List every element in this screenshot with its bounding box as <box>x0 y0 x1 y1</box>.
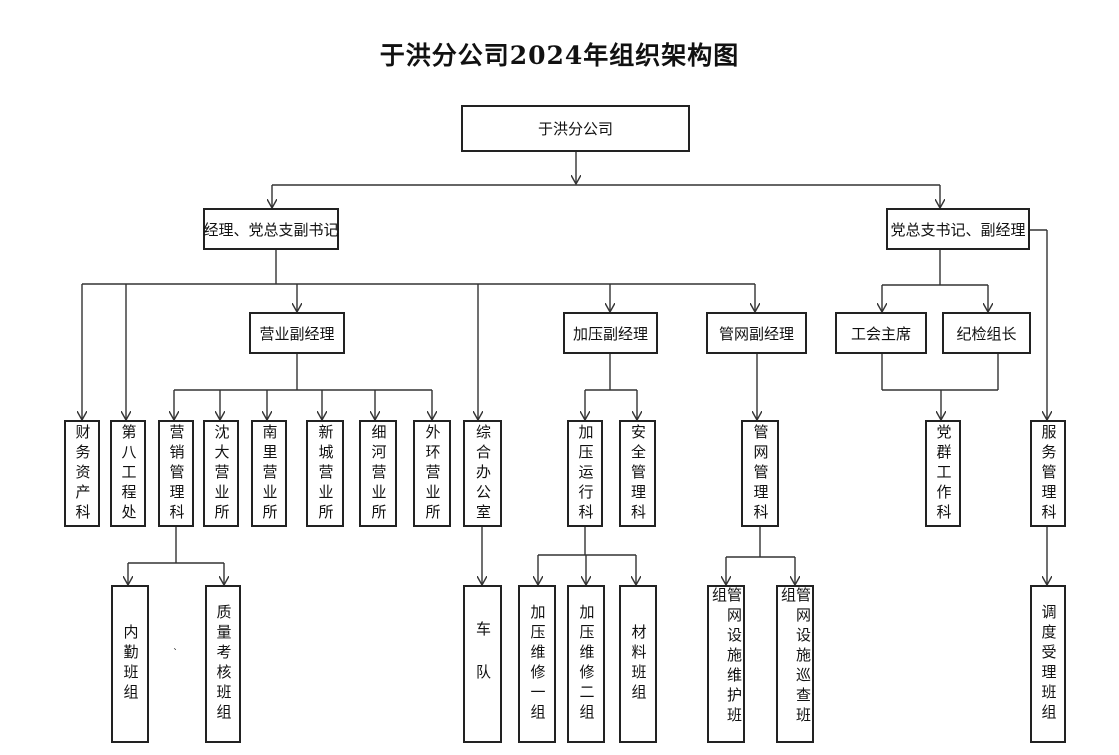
team-repair-1: 加压维修一组 <box>518 585 556 743</box>
right-branch-lines <box>882 229 1047 585</box>
discipline-head-label: 纪检组长 <box>956 324 1017 343</box>
pressure-deputy-label: 加压副经理 <box>572 324 648 343</box>
network-deputy-box: 管网副经理 <box>706 312 807 354</box>
dept-party-work-label: 党群工作科 <box>934 423 953 524</box>
root-label: 于洪分公司 <box>537 120 613 138</box>
team-quality: 质量考核班组 <box>205 585 241 743</box>
pressure-deputy-box: 加压副经理 <box>563 312 658 354</box>
dept-party-work: 党群工作科 <box>925 420 961 527</box>
team-fleet-label: 车队 <box>474 621 492 707</box>
marketing-team-lines <box>128 527 224 585</box>
stray-mark: ˋ <box>173 648 178 659</box>
dept-marketing-label: 营销管理科 <box>167 423 186 524</box>
dept-xihe: 细河营业所 <box>359 420 397 527</box>
manager-box: 经理、党总支副书记 <box>203 208 339 250</box>
team-quality-label: 质量考核班组 <box>214 604 233 724</box>
dept-service-label: 服务管理科 <box>1039 423 1058 524</box>
team-network-maint-label: 管网设施维护班组 <box>710 587 743 727</box>
dept-safety: 安全管理科 <box>619 420 656 527</box>
root-to-level1-lines <box>272 152 940 208</box>
dept-xincheng-label: 新城营业所 <box>316 423 335 524</box>
team-materials: 材料班组 <box>619 585 657 743</box>
union-chair-box: 工会主席 <box>835 312 927 354</box>
team-materials-label: 材料班组 <box>629 624 648 704</box>
team-fleet: 车队 <box>463 585 502 743</box>
party-secretary-box: 党总支书记、副经理 <box>886 208 1030 250</box>
team-network-patrol: 管网设施巡查班组 <box>776 585 814 743</box>
dept-network-mgmt: 管网管理科 <box>741 420 779 527</box>
dept-pressure-ops-label: 加压运行科 <box>576 423 595 524</box>
dept-shenda: 沈大营业所 <box>203 420 239 527</box>
pressure-branch-lines <box>538 354 637 585</box>
dept-nanli: 南里营业所 <box>251 420 287 527</box>
dept-network-mgmt-label: 管网管理科 <box>751 423 770 524</box>
dept-finance-label: 财务资产科 <box>73 423 92 524</box>
dept-xincheng: 新城营业所 <box>306 420 344 527</box>
team-office: 内勤班组 <box>111 585 149 743</box>
sales-branch-lines <box>174 354 432 420</box>
team-office-label: 内勤班组 <box>121 624 140 704</box>
left-branch-lines <box>82 250 755 420</box>
team-repair-2: 加压维修二组 <box>567 585 605 743</box>
root-box: 于洪分公司 <box>461 105 690 152</box>
dept-xihe-label: 细河营业所 <box>369 423 388 524</box>
dept-eighth-office-label: 第八工程处 <box>119 423 138 524</box>
discipline-head-box: 纪检组长 <box>942 312 1031 354</box>
dept-shenda-label: 沈大营业所 <box>212 423 231 524</box>
dept-nanli-label: 南里营业所 <box>260 423 279 524</box>
dept-safety-label: 安全管理科 <box>629 423 647 524</box>
dept-eighth-office: 第八工程处 <box>110 420 146 527</box>
dept-waihuan: 外环营业所 <box>413 420 451 527</box>
chart-title: 于洪分公司2024年组织架构图 <box>379 41 740 70</box>
team-dispatch: 调度受理班组 <box>1030 585 1066 743</box>
dept-waihuan-label: 外环营业所 <box>423 423 442 524</box>
team-repair-2-label: 加压维修二组 <box>577 604 596 724</box>
network-deputy-label: 管网副经理 <box>718 324 794 343</box>
dept-general-office-label: 综合办公室 <box>474 423 492 524</box>
team-dispatch-label: 调度受理班组 <box>1039 604 1058 724</box>
team-network-patrol-label: 管网设施巡查班组 <box>779 587 812 727</box>
network-branch-lines <box>726 354 795 585</box>
dept-marketing: 营销管理科 <box>158 420 194 527</box>
team-network-maint: 管网设施维护班组 <box>707 585 745 743</box>
manager-label: 经理、党总支副书记 <box>203 220 339 239</box>
dept-finance: 财务资产科 <box>64 420 100 527</box>
dept-pressure-ops: 加压运行科 <box>567 420 603 527</box>
dept-general-office: 综合办公室 <box>463 420 502 527</box>
team-repair-1-label: 加压维修一组 <box>528 604 547 724</box>
party-secretary-label: 党总支书记、副经理 <box>890 220 1026 239</box>
sales-deputy-label: 营业副经理 <box>259 324 335 343</box>
union-chair-label: 工会主席 <box>850 324 911 343</box>
sales-deputy-box: 营业副经理 <box>249 312 345 354</box>
dept-service: 服务管理科 <box>1030 420 1066 527</box>
